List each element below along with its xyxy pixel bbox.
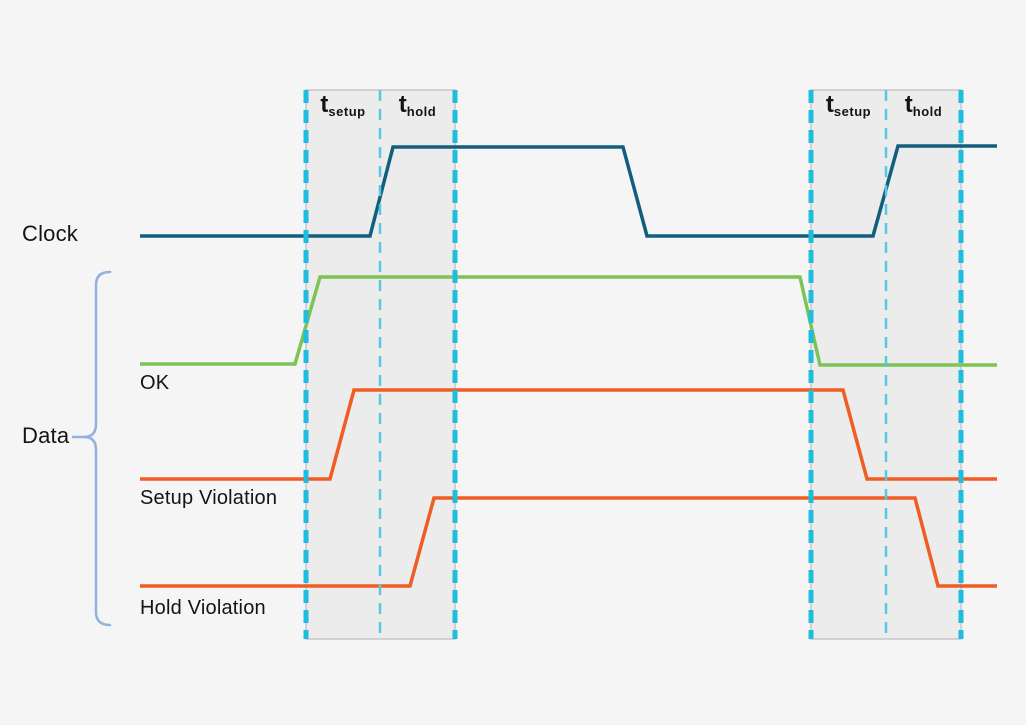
data-ok-waveform — [140, 275, 997, 367]
setup-subscript: setup — [328, 104, 366, 119]
data-setup-violation-waveform — [140, 388, 997, 481]
t-symbol: t — [398, 91, 407, 118]
data-hold-violation-waveform — [140, 496, 997, 588]
clock-signal-label: Clock — [22, 221, 79, 246]
hold-violation-signal-label: Hold Violation — [140, 597, 266, 619]
generated-layer — [140, 89, 997, 640]
ok-signal-label: OK — [140, 372, 170, 394]
hold-subscript: hold — [406, 104, 437, 119]
hold-subscript: hold — [912, 104, 943, 119]
setup-subscript: setup — [833, 104, 872, 119]
t-symbol: t — [904, 91, 913, 118]
data-group-brace — [83, 270, 112, 627]
data-group-label: Data — [22, 423, 70, 448]
t-symbol: t — [825, 91, 834, 118]
clock-waveform — [140, 144, 997, 238]
setup-violation-signal-label: Setup Violation — [140, 487, 278, 509]
t-symbol: t — [320, 91, 329, 118]
